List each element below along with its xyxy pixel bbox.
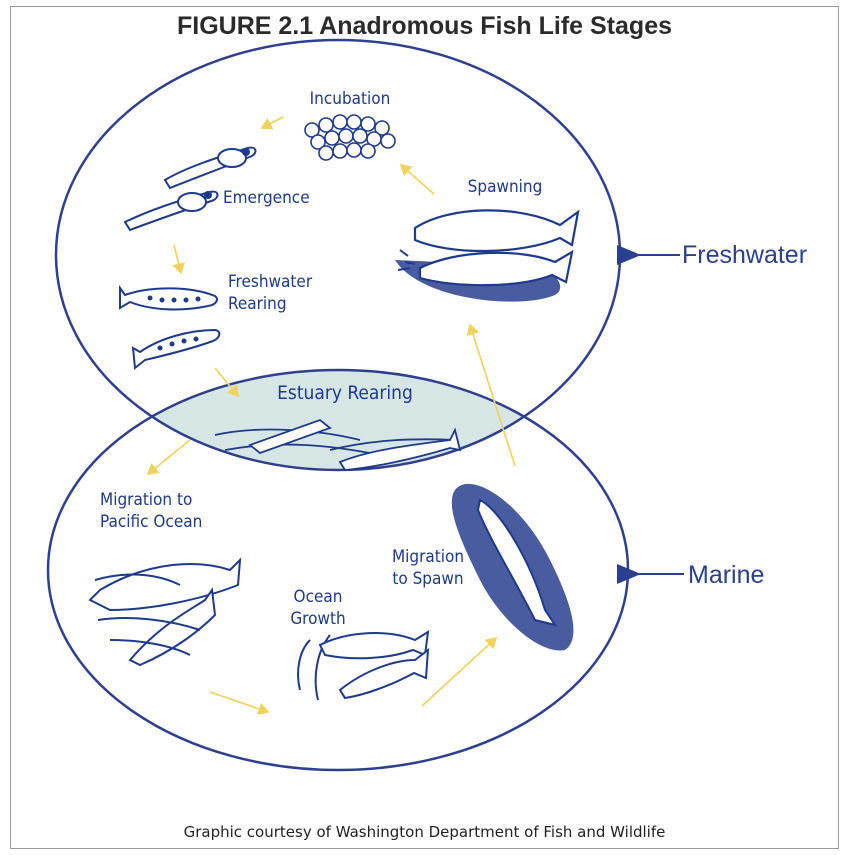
migration-ocean-label-line1: Migration to [100,490,192,510]
figure-credit: Graphic courtesy of Washington Departmen… [0,823,849,841]
marine-zone-label: Marine [688,561,764,589]
migration-ocean-label-line2: Pacific Ocean [100,512,202,532]
fry-illustration [120,288,219,368]
ocean-migration-illustration [90,560,240,665]
spawning-salmon-illustration [395,210,578,301]
ocean-growth-illustration [298,632,428,700]
incubation-label: Incubation [310,89,391,109]
eggs-illustration [305,115,395,160]
spawn-migration-illustration [452,484,574,651]
freshwater-zone-label: Freshwater [682,241,807,269]
migration-spawn-label-line2: to Spawn [392,569,463,589]
emergence-label: Emergence [223,188,310,208]
ocean-growth-label-line2: Growth [290,609,345,629]
migration-spawn-label-line1: Migration [392,547,464,567]
estuary-rearing-label: Estuary Rearing [277,382,413,404]
freshwater-rearing-label-line1: Freshwater [228,272,313,292]
freshwater-rearing-label-line2: Rearing [228,294,287,314]
ocean-growth-label-line1: Ocean [294,587,343,607]
spawning-label: Spawning [468,177,543,197]
